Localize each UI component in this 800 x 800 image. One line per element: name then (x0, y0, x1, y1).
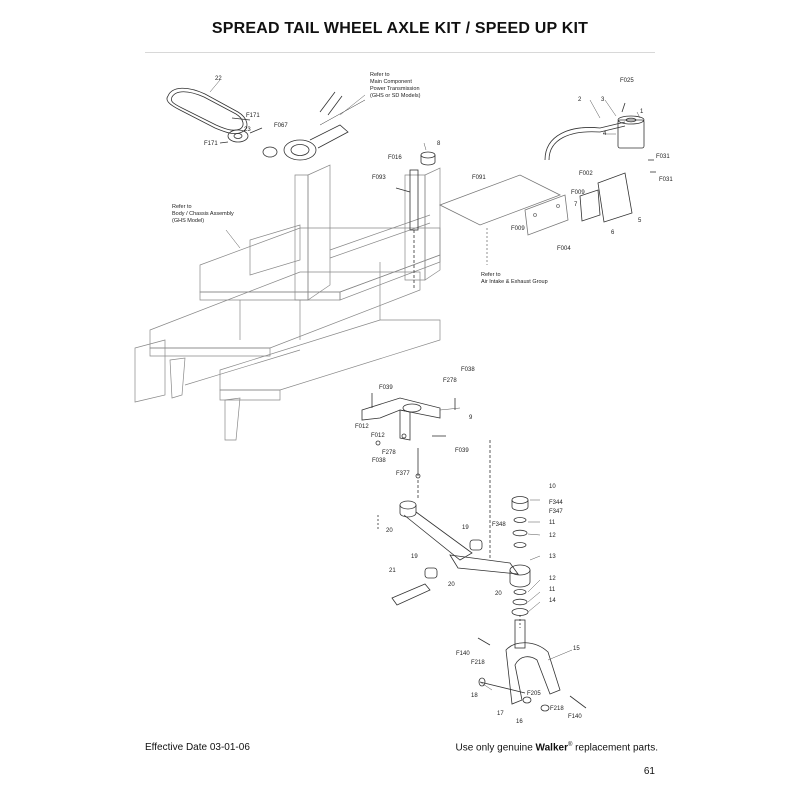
callout-label: F009 (511, 226, 525, 232)
callout-label: F038 (372, 458, 386, 464)
belt-pulley-assembly (166, 87, 366, 161)
callout-label: F218 (550, 706, 564, 712)
leader-lines (209, 79, 641, 691)
ref-body-chassis-line3: (GHS Model) (172, 218, 204, 224)
ref-main-component-line1: Refer to (370, 72, 390, 78)
callout-label: 9 (469, 415, 473, 421)
callout-label: F093 (372, 175, 386, 181)
callout-label: 12 (549, 533, 556, 539)
callout-label: F171 (204, 141, 218, 147)
callout-label: 8 (437, 141, 441, 147)
callout-label: F039 (455, 448, 469, 454)
ref-body-chassis-line2: Body / Chassis Assembly (172, 211, 234, 217)
callout-label: 6 (611, 230, 615, 236)
axle-frame (377, 440, 531, 606)
callout-label: 1 (640, 109, 644, 115)
callout-label: F009 (571, 190, 585, 196)
callout-label: 10 (549, 484, 556, 490)
callout-label: 12 (549, 576, 556, 582)
callout-label: F039 (379, 385, 393, 391)
callout-label: 19 (462, 525, 469, 531)
ref-body-chassis-line1: Refer to (172, 204, 192, 210)
callout-label: F171 (246, 113, 260, 119)
title-divider (145, 52, 655, 53)
callout-label: 3 (601, 97, 605, 103)
callout-label: F004 (557, 246, 571, 252)
callout-label: F347 (549, 509, 563, 515)
callout-label: 20 (495, 591, 502, 597)
footer-prefix: Use only genuine (455, 742, 533, 754)
page-title: SPREAD TAIL WHEEL AXLE KIT / SPEED UP KI… (211, 20, 589, 37)
callout-label: F348 (492, 522, 506, 528)
callout-label: F091 (472, 175, 486, 181)
brand-name: Walker (535, 742, 568, 754)
callout-label: 15 (573, 646, 580, 652)
callout-label: 2 (578, 97, 582, 103)
callout-label: F205 (527, 691, 541, 697)
callout-label: F067 (274, 123, 288, 129)
callout-label: F002 (579, 171, 593, 177)
footer-notice: Use only genuine Walker® replacement par… (455, 742, 658, 753)
callout-label: 16 (516, 719, 523, 725)
page-number: 61 (643, 766, 655, 777)
callout-label: F025 (620, 78, 634, 84)
callout-label: F031 (656, 154, 670, 160)
mount-bracket (361, 393, 456, 498)
effective-date: Effective Date 03-01-06 (145, 742, 250, 753)
callout-label: F012 (355, 424, 369, 430)
callout-label: 4 (603, 131, 607, 137)
exhaust-bracket (439, 174, 569, 265)
part-callouts: 22 F171 23 F067 F171 F025 2 3 1 4 F031 F… (204, 76, 673, 725)
ref-air-intake-line1: Refer to (481, 272, 501, 278)
callout-label: F012 (371, 433, 385, 439)
callout-label: 5 (638, 218, 642, 224)
callout-label: 23 (244, 127, 251, 133)
callout-label: 20 (448, 582, 455, 588)
callout-label: F140 (568, 714, 582, 720)
callout-label: F038 (461, 367, 475, 373)
callout-label: 7 (574, 202, 578, 208)
shaft-assembly (395, 151, 436, 290)
callout-label: 18 (471, 693, 478, 699)
battery-clip-assembly (544, 102, 656, 223)
callout-label: F377 (396, 471, 410, 477)
reference-notes: Refer to Main Component Power Transmissi… (172, 72, 548, 285)
callout-label: 20 (386, 528, 393, 534)
ref-main-component-line2: Main Component (370, 79, 412, 85)
callout-label: F278 (443, 378, 457, 384)
callout-label: 13 (549, 554, 556, 560)
callout-label: F344 (549, 500, 563, 506)
caster-fork (477, 619, 587, 712)
callout-label: F140 (456, 651, 470, 657)
ref-air-intake-line2: Air Intake & Exhaust Group (481, 279, 548, 285)
chassis-frame (134, 164, 441, 441)
ref-main-component-line3: Power Transmission (370, 86, 420, 92)
registered-mark: ® (567, 742, 573, 748)
callout-label: 19 (411, 554, 418, 560)
ref-main-component-line4: (GHS or SD Models) (370, 93, 421, 99)
callout-label: F278 (382, 450, 396, 456)
callout-label: F218 (471, 660, 485, 666)
callout-label: F031 (659, 177, 673, 183)
callout-label: 21 (389, 568, 396, 574)
callout-label: 14 (549, 598, 556, 604)
callout-label: 11 (549, 587, 556, 593)
callout-label: 22 (215, 76, 222, 82)
footer-suffix: replacement parts. (575, 742, 658, 754)
bushing-stack (511, 496, 529, 628)
callout-label: 17 (497, 711, 504, 717)
callout-label: F016 (388, 155, 402, 161)
callout-label: 11 (549, 520, 556, 526)
